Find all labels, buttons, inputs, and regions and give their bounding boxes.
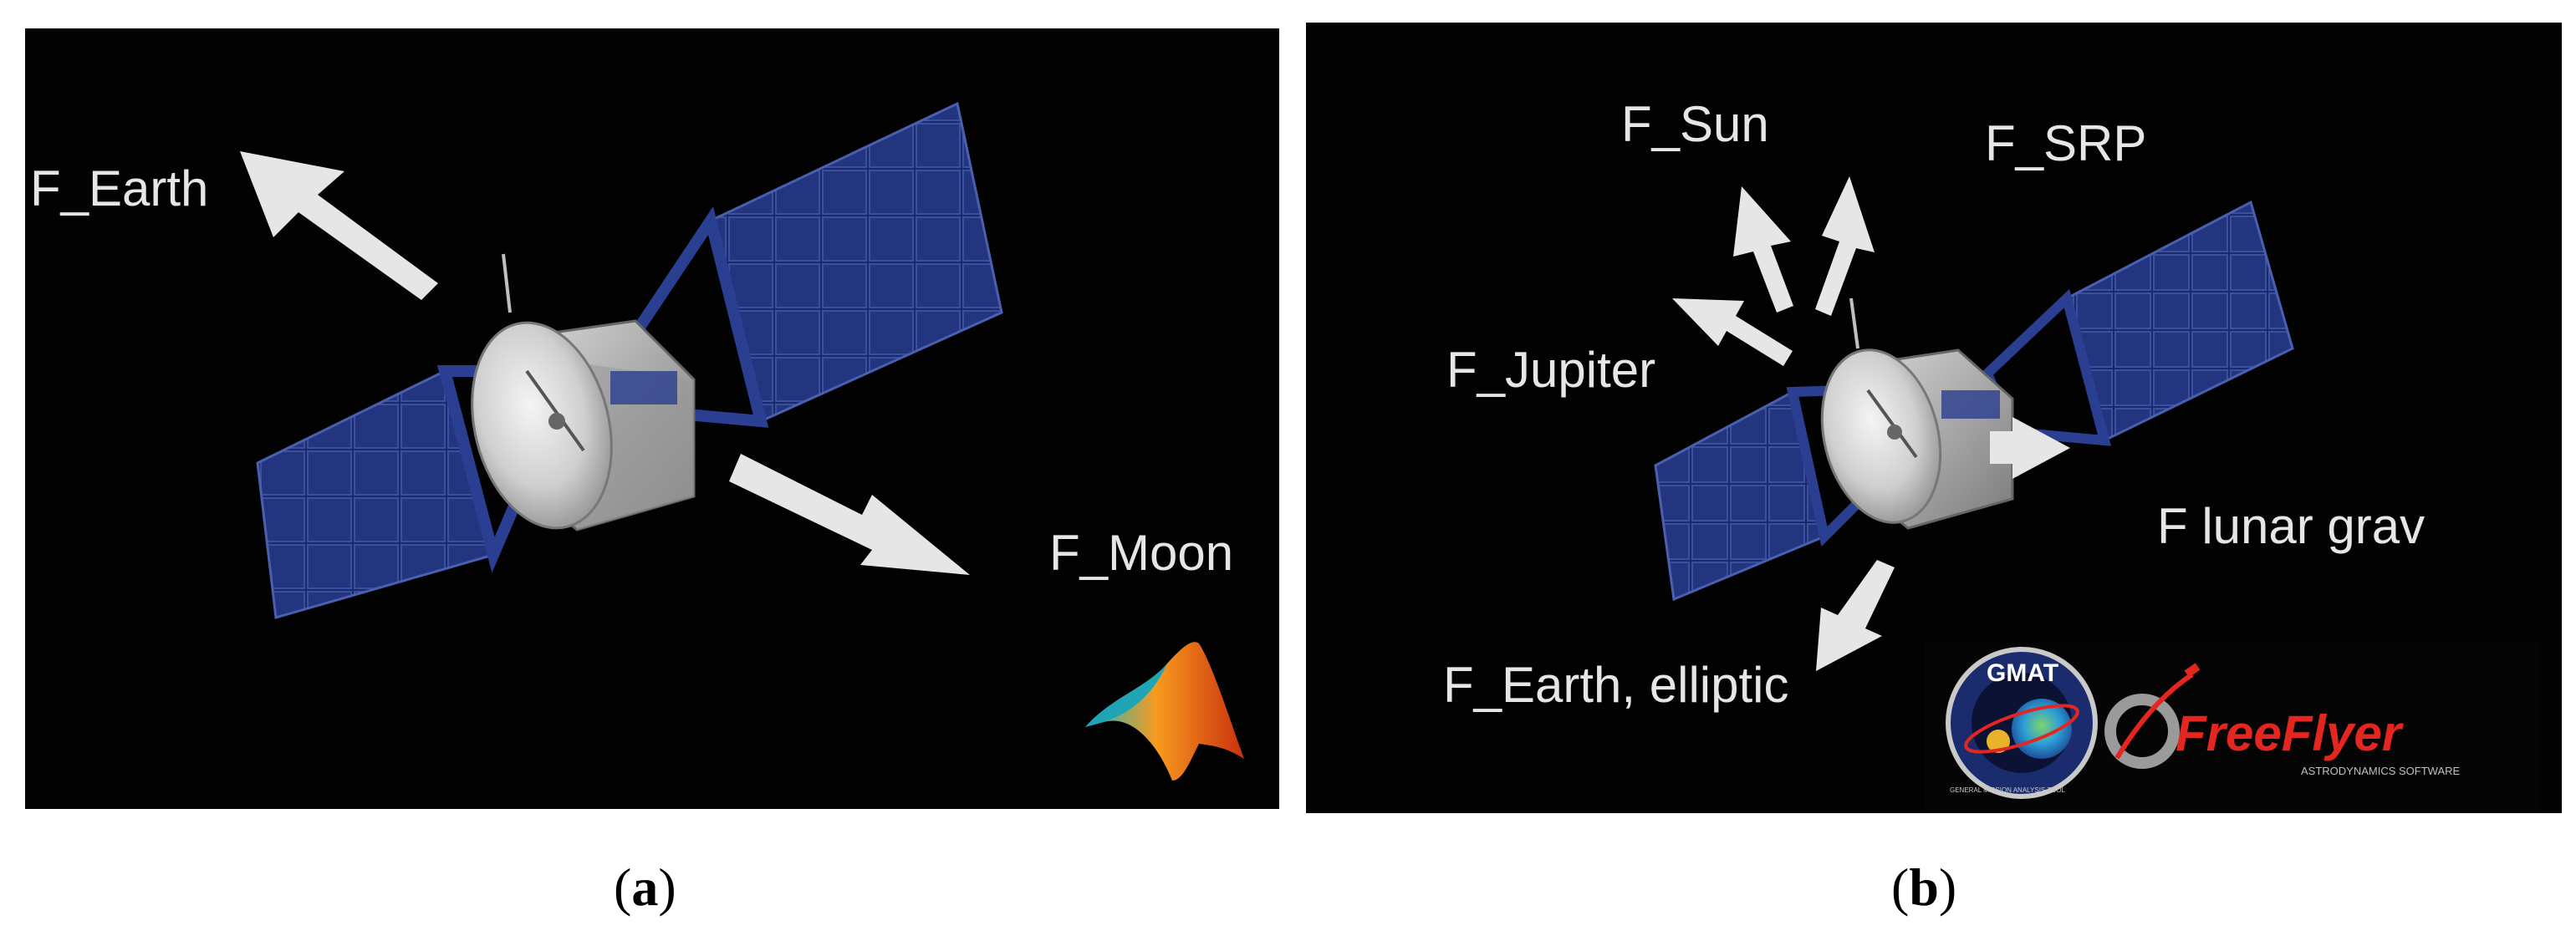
label-f-earth: F_Earth [30, 160, 209, 216]
label-f-jupiter: F_Jupiter [1446, 342, 1656, 398]
label-f-sun: F_Sun [1621, 96, 1769, 152]
caption-b-letter: b [1909, 857, 1939, 917]
arrow-f-sun [1733, 186, 1793, 313]
panel-a-artwork [240, 101, 1244, 781]
arrow-f-earth-elliptic [1816, 560, 1895, 671]
freeflyer-tagline: ASTRODYNAMICS SOFTWARE [2301, 765, 2461, 777]
matlab-logo-icon [1085, 642, 1244, 781]
label-f-lunar-grav: F lunar grav [2157, 498, 2426, 554]
caption-a-open: ( [614, 857, 632, 917]
arrow-f-jupiter [1672, 298, 1793, 366]
arrow-f-moon [729, 454, 970, 575]
label-f-srp: F_SRP [1985, 115, 2147, 171]
label-f-earth-elliptic: F_Earth, elliptic [1443, 657, 1789, 713]
gmat-logo-icon [1946, 647, 2098, 799]
caption-a-close: ) [658, 857, 676, 917]
freeflyer-logo-text: FreeFlyer [2176, 705, 2402, 761]
caption-b-open: ( [1891, 857, 1910, 917]
panel-b: F_Sun F_SRP F_Jupiter F lunar grav F_Ear… [1306, 23, 2562, 813]
arrow-f-earth [240, 151, 438, 300]
satellite-illustration [256, 101, 1003, 619]
gmat-logo-text: GMAT [1987, 659, 2059, 687]
freeflyer-logo-icon [2104, 663, 2201, 769]
arrow-f-lunar-grav [1990, 417, 2070, 479]
caption-b: (b) [1891, 861, 1956, 914]
satellite-illustration [1654, 200, 2294, 602]
arrow-f-srp [1815, 176, 1875, 316]
caption-a-letter: a [631, 857, 659, 917]
solar-panel-right [2065, 200, 2294, 443]
gmat-ring-text: GENERAL MISSION ANALYSIS TOOL [1950, 786, 2065, 794]
panel-a: F_Earth F_Moon [25, 28, 1279, 809]
caption-b-close: ) [1938, 857, 1957, 917]
panel-b-artwork [1654, 176, 2539, 810]
caption-a: (a) [614, 861, 676, 914]
label-f-moon: F_Moon [1049, 525, 1234, 581]
